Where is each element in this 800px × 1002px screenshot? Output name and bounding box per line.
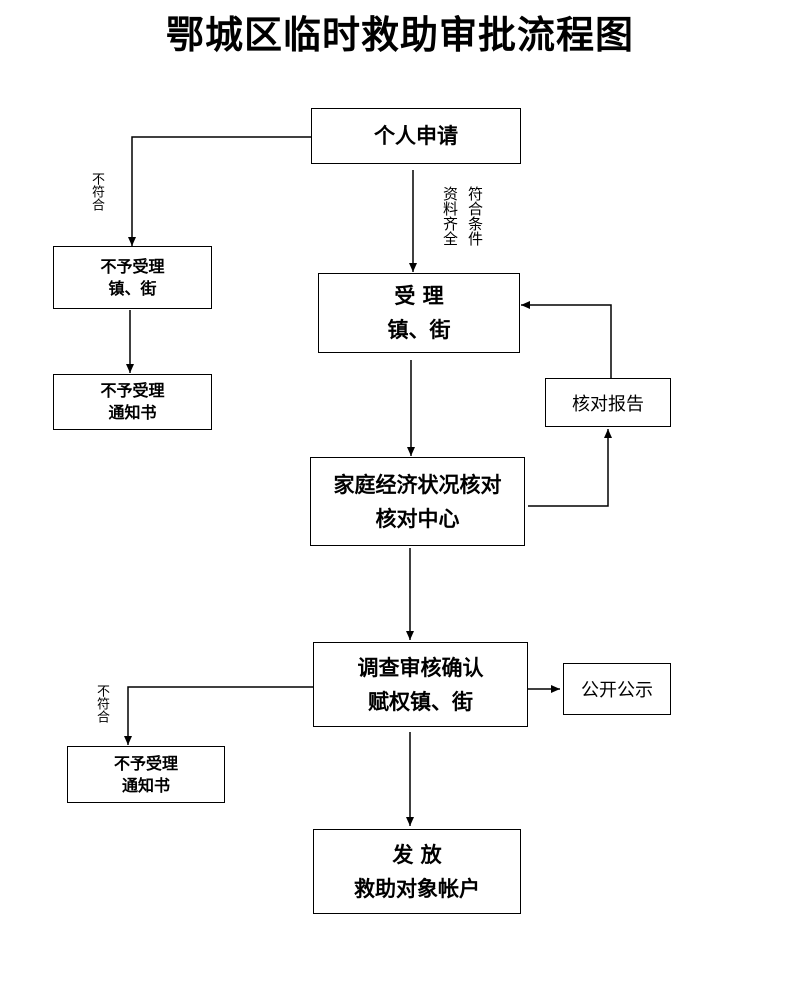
node-reject-town-line1: 不予受理	[100, 256, 165, 276]
node-issue-to-account-line2: 救助对象帐户	[354, 876, 480, 901]
node-accept: 受 理 镇、街	[318, 273, 520, 353]
node-economic-verification: 家庭经济状况核对 核对中心	[310, 457, 525, 546]
node-reject-notice-1-line2: 通知书	[108, 403, 157, 422]
node-reject-notice-2: 不予受理 通知书	[67, 746, 225, 803]
node-reject-town: 不予受理 镇、街	[53, 246, 212, 309]
node-personal-application: 个人申请	[311, 108, 521, 164]
arrow-verify-to-report	[528, 429, 612, 507]
node-investigate-confirm-line1: 调查审核确认	[357, 655, 484, 680]
node-issue-to-account-line1: 发 放	[392, 842, 442, 867]
node-investigate-confirm: 调查审核确认 赋权镇、街	[313, 642, 528, 727]
node-reject-notice-2-line2: 通知书	[121, 775, 170, 795]
node-economic-verification-line2: 核对中心	[375, 506, 460, 531]
edge-label-not-meet-1: 不符合	[89, 172, 104, 211]
node-reject-notice-2-line1: 不予受理	[113, 753, 178, 773]
edge-label-not-meet-2: 不符合	[94, 684, 109, 723]
node-economic-verification-line1: 家庭经济状况核对	[333, 472, 502, 497]
flowchart-title: 鄂城区临时救助审批流程图	[165, 12, 634, 57]
node-accept-line1: 受 理	[394, 284, 444, 308]
node-investigate-confirm-line2: 赋权镇、街	[368, 689, 473, 714]
node-issue-to-account: 发 放 救助对象帐户	[313, 829, 521, 914]
node-public-announcement: 公开公示	[563, 663, 671, 715]
node-verification-report: 核对报告	[545, 378, 671, 427]
edge-label-docs-complete: 资料齐全	[441, 186, 459, 246]
arrow-investigate-to-reject	[124, 686, 313, 745]
node-verification-report-label: 核对报告	[572, 393, 644, 415]
node-personal-application-label: 个人申请	[374, 124, 458, 148]
edge-label-meet-conditions: 符合条件	[466, 186, 484, 246]
node-reject-town-line2: 镇、街	[108, 278, 157, 298]
node-accept-line2: 镇、街	[387, 318, 451, 342]
node-reject-notice-1: 不予受理 通知书	[53, 374, 212, 430]
arrow-report-to-accept	[521, 301, 612, 378]
arrow-apply-to-reject	[128, 136, 312, 246]
node-public-announcement-label: 公开公示	[581, 680, 653, 701]
node-reject-notice-1-line1: 不予受理	[100, 381, 165, 400]
